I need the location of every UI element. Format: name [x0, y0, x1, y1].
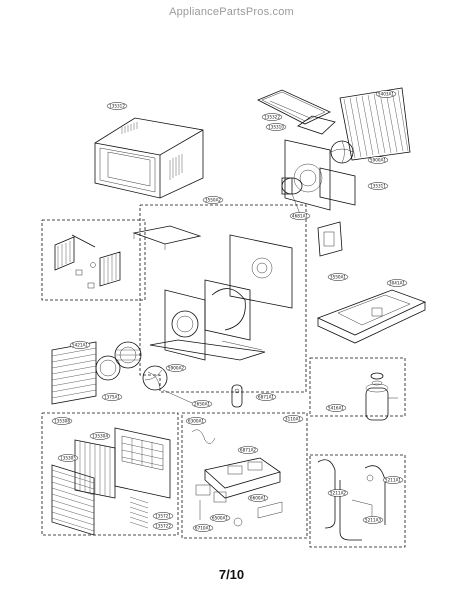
label-top-cover: 135322	[261, 113, 283, 121]
base-pan-part	[316, 289, 427, 344]
label-fan: 5900A1	[367, 156, 389, 164]
label-middle-box: 3550A2	[202, 196, 224, 204]
label-capacitor: 2650A1	[191, 400, 213, 408]
svg-text:3110A1: 3110A1	[285, 417, 302, 422]
label-filter: 135304	[89, 432, 111, 440]
svg-text:5421A1: 5421A1	[72, 343, 89, 348]
label-thermostat: 6871A1	[255, 393, 277, 401]
control-parts	[191, 429, 283, 527]
label-remote: 6710A1	[192, 524, 214, 532]
remote-sensor-part	[231, 384, 243, 408]
svg-text:135310: 135310	[268, 125, 284, 130]
label-tube-b: 5211A3	[362, 516, 384, 524]
page-number: 7/10	[218, 567, 245, 582]
svg-text:135305: 135305	[60, 456, 76, 461]
label-control-box: 6300A1	[185, 417, 207, 425]
label-fan-shroud: 135311	[367, 182, 389, 190]
left-upper-parts	[54, 234, 121, 289]
label-orifice: 1375A1	[101, 393, 123, 401]
front-panel-part	[51, 464, 95, 536]
label-louver-b: 135722	[152, 522, 174, 530]
svg-text:3550A1: 3550A1	[330, 275, 347, 280]
svg-text:3041A1: 3041A1	[389, 281, 406, 286]
svg-text:3550A2: 3550A2	[205, 198, 222, 203]
svg-text:135304: 135304	[92, 434, 108, 439]
label-motor: 4681A1	[289, 212, 311, 220]
condenser-fan-part	[330, 140, 354, 164]
label-base-pan: 3041A1	[386, 279, 408, 287]
label-front-panel: 135308	[51, 417, 73, 425]
svg-text:5416A1: 5416A1	[328, 406, 345, 411]
svg-text:6600A1: 6600A1	[250, 496, 267, 501]
front-grille-part	[114, 427, 171, 499]
label-tube-box: 5211A1	[382, 476, 404, 484]
fan-motor-part	[281, 177, 303, 215]
svg-text:5211A1: 5211A1	[385, 478, 402, 483]
label-motor-mount: 3550A1	[327, 273, 349, 281]
svg-text:4681A1: 4681A1	[292, 214, 309, 219]
svg-text:6710A1: 6710A1	[195, 526, 212, 531]
svg-text:5211A2: 5211A2	[330, 491, 347, 496]
site-watermark: AppliancePartsPros.com	[169, 6, 294, 18]
label-front-grille: 135305	[57, 454, 79, 462]
label-condenser: 5403A1	[375, 90, 397, 98]
label-tube-a: 5211A2	[327, 489, 349, 497]
svg-text:5211A3: 5211A3	[365, 518, 382, 523]
svg-text:135721: 135721	[155, 514, 171, 519]
evaporator-coil-part	[51, 341, 97, 405]
svg-text:6871A2: 6871A2	[240, 448, 257, 453]
label-sensor: 6500A1	[209, 514, 231, 522]
top-cover-part	[257, 89, 336, 135]
label-blower: 5900A2	[165, 364, 187, 372]
label-switch: 6600A1	[247, 494, 269, 502]
svg-text:6871A1: 6871A1	[258, 395, 275, 400]
svg-text:5403A1: 5403A1	[378, 92, 395, 97]
svg-text:135312: 135312	[109, 104, 125, 109]
tubing-parts	[317, 459, 386, 541]
label-compressor: 5416A1	[325, 404, 347, 412]
svg-text:135322: 135322	[264, 115, 280, 120]
svg-text:2650A1: 2650A1	[194, 402, 211, 407]
middle-exploded-parts	[132, 225, 293, 361]
condenser-coil-part	[339, 87, 411, 161]
label-pcb: 6871A2	[237, 446, 259, 454]
cabinet-part	[94, 117, 204, 199]
compressor-part	[365, 372, 398, 421]
label-grille-top: 135310	[265, 123, 287, 131]
svg-text:1375A1: 1375A1	[104, 395, 121, 400]
filter-part	[74, 439, 116, 499]
svg-text:6300A1: 6300A1	[188, 419, 205, 424]
svg-text:5900A1: 5900A1	[370, 158, 387, 163]
louver-parts	[129, 496, 149, 529]
svg-text:6500A1: 6500A1	[212, 516, 229, 521]
svg-text:135311: 135311	[370, 184, 386, 189]
svg-text:135308: 135308	[54, 419, 70, 424]
label-evaporator: 5421A1	[69, 341, 91, 349]
label-louver-a: 135721	[152, 512, 174, 520]
part-labels: 135312 135322 135310 5403A1 5900A1 13531…	[51, 90, 408, 532]
group-frames	[41, 204, 406, 548]
svg-text:135722: 135722	[155, 524, 171, 529]
orifice-ring-part	[95, 355, 121, 381]
label-cap-box: 3110A1	[282, 415, 304, 423]
control-bracket-part	[317, 221, 343, 257]
svg-text:5900A2: 5900A2	[168, 366, 185, 371]
blower-wheel-part	[114, 341, 142, 369]
capacitor-fan-part	[142, 365, 193, 404]
label-cabinet: 135312	[106, 102, 128, 110]
